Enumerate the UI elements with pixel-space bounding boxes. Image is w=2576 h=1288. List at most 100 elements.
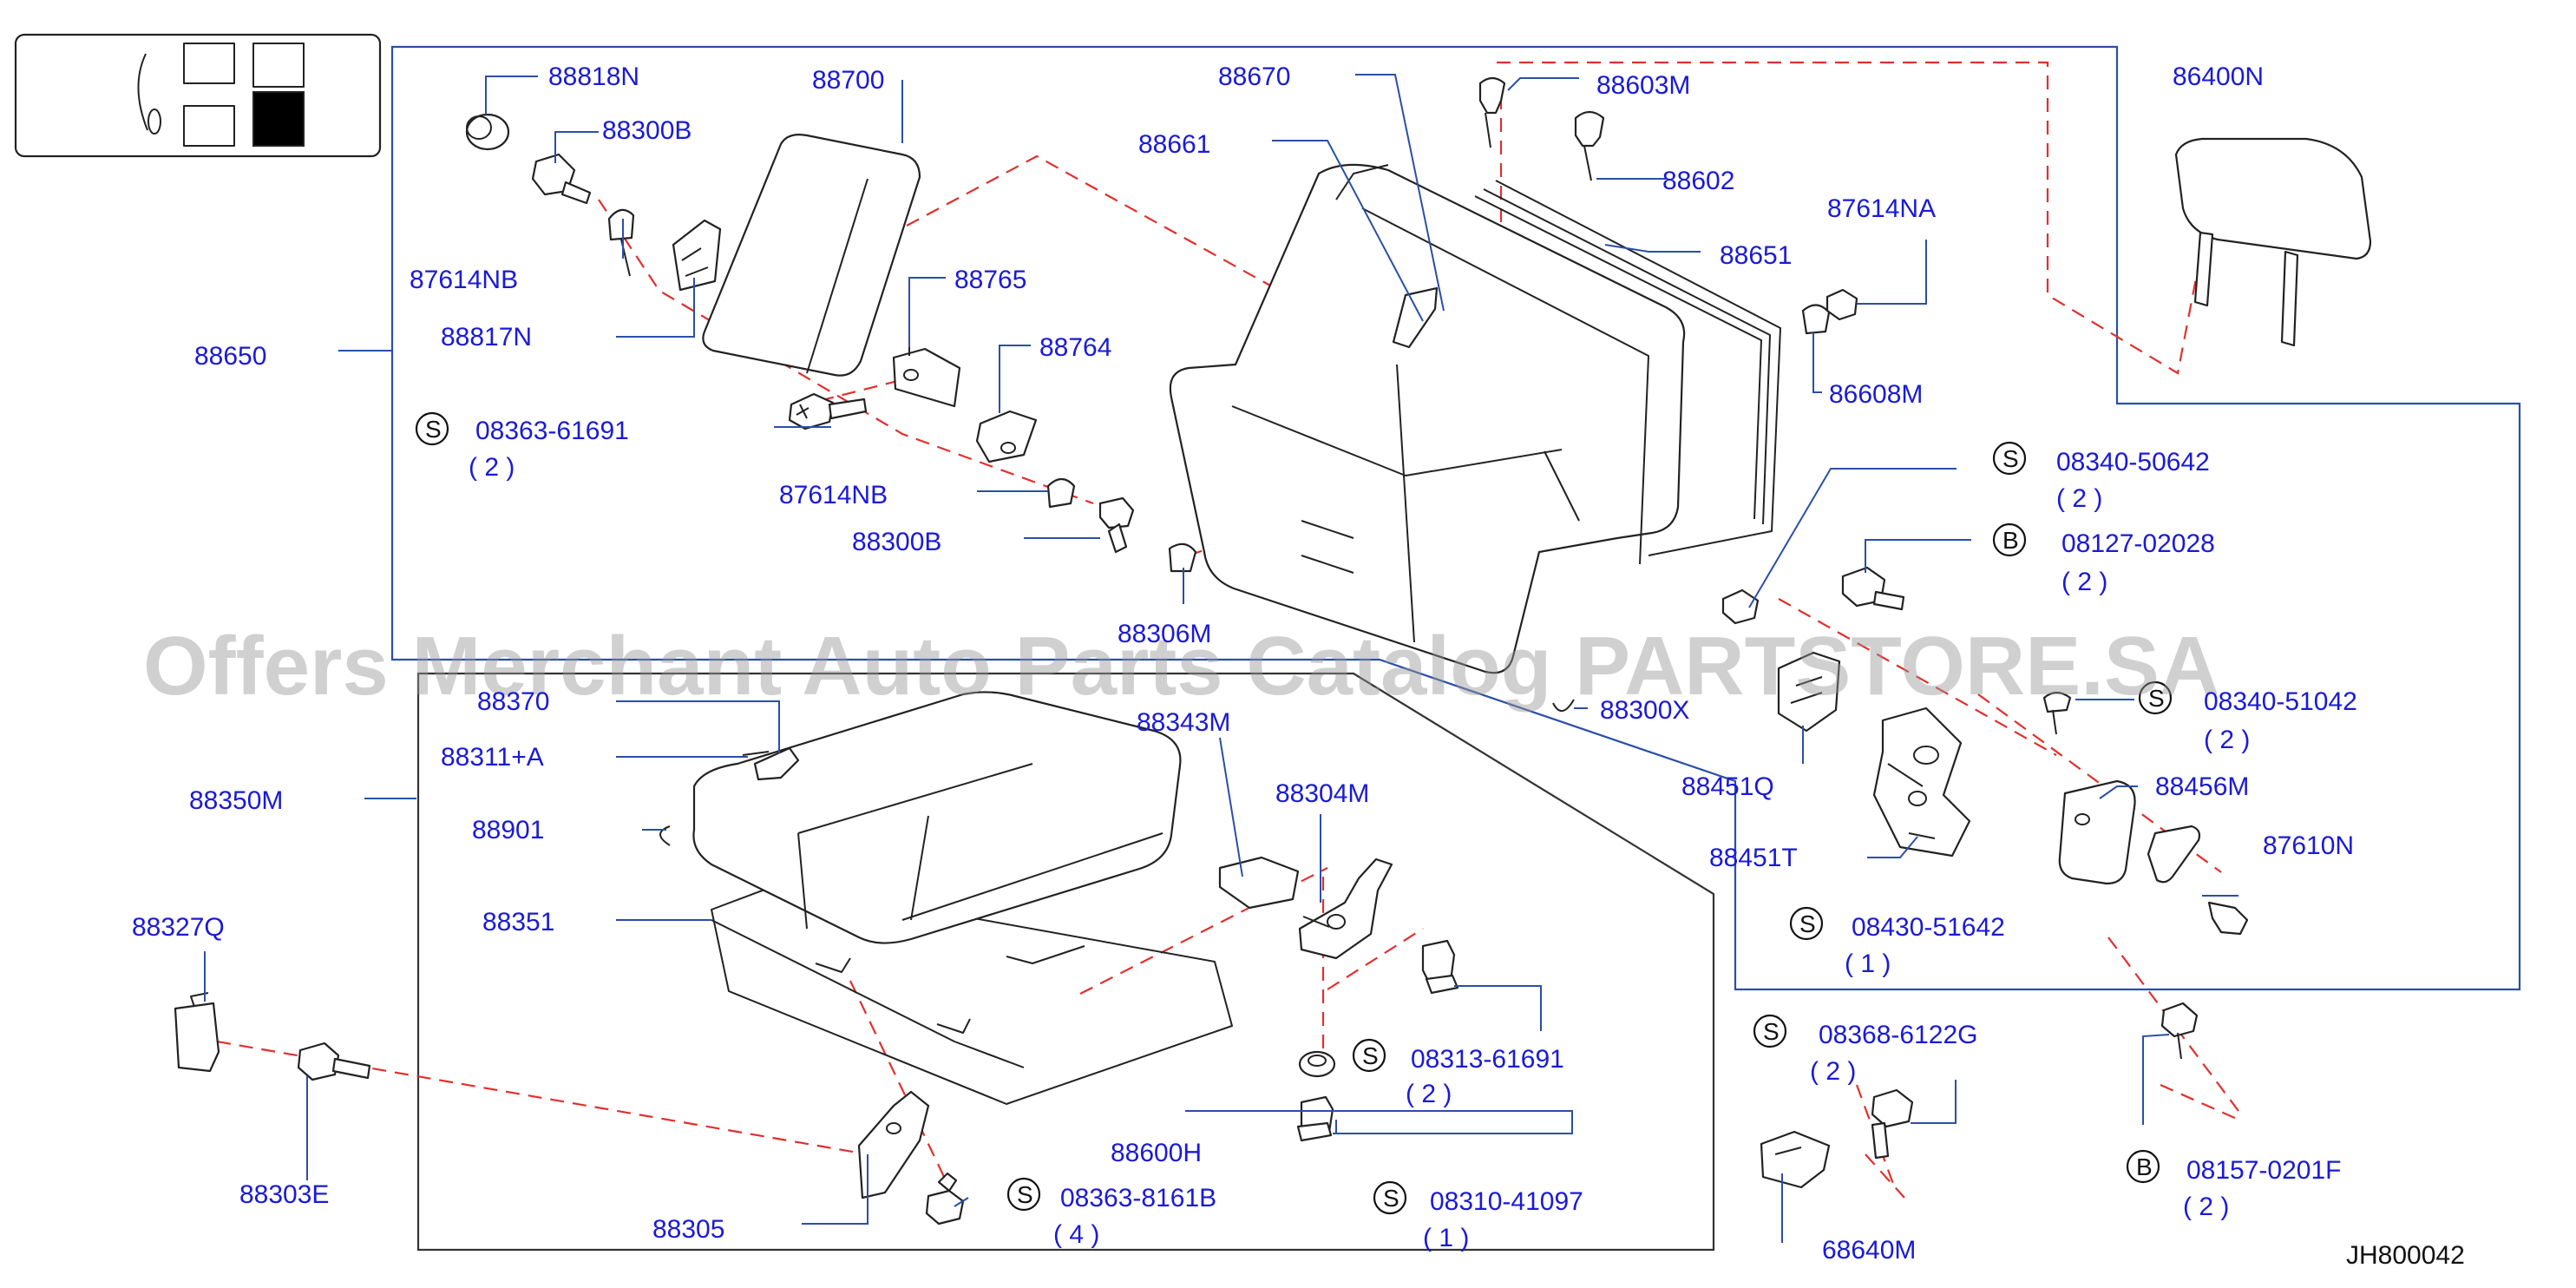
- part-88327Q-clip: [174, 992, 220, 1073]
- label-88764: 88764: [1039, 333, 1111, 362]
- part-08340-50642-screw: [1721, 588, 1760, 625]
- part-88603M-guide: [1478, 76, 1506, 148]
- part-88650-seatback: [1169, 163, 1686, 674]
- code-08363-8161B: 08363-8161B: [1060, 1184, 1216, 1212]
- part-88451T-recliner: [1872, 706, 1971, 858]
- qty-08127-02028: ( 2 ): [2061, 568, 2107, 596]
- label-87614NB-top: 87614NB: [410, 266, 518, 294]
- part-88456M-cover: [2058, 779, 2136, 885]
- part-08340-51042-screw: [2042, 691, 2072, 735]
- label-88304M: 88304M: [1275, 779, 1369, 808]
- label-88350M: 88350M: [189, 786, 283, 815]
- part-88300X-clip: [1552, 699, 1575, 712]
- label-88311A: 88311+A: [441, 743, 544, 772]
- seat-locator-inset: [14, 33, 382, 158]
- label-88351: 88351: [482, 908, 554, 936]
- part-labels: 88818N 88700 88300B 87614NB 88817N 88650…: [132, 62, 2354, 1265]
- code-08127-02028: 08127-02028: [2061, 529, 2215, 558]
- label-88300B-top: 88300B: [602, 116, 692, 145]
- part-68640M-bracket: [1760, 1130, 1831, 1189]
- label-86608M: 86608M: [1829, 380, 1923, 409]
- label-88303E: 88303E: [239, 1180, 329, 1209]
- part-88300B-bolt-top: [531, 153, 592, 205]
- label-88817N: 88817N: [441, 323, 532, 352]
- qty-08363-61691: ( 2 ): [469, 453, 515, 482]
- qty-08340-50642: ( 2 ): [2056, 484, 2102, 513]
- label-88600H: 88600H: [1111, 1139, 1202, 1167]
- qty-08430-51642: ( 1 ): [1845, 950, 1891, 978]
- qty-08340-51042: ( 2 ): [2204, 726, 2250, 754]
- code-08313-61691: 08313-61691: [1411, 1045, 1564, 1074]
- code-08363-61691: 08363-61691: [475, 417, 629, 445]
- part-87614NB-clip-top: [607, 208, 635, 277]
- part-88602-guide: [1574, 110, 1605, 181]
- label-88343M: 88343M: [1137, 708, 1230, 737]
- part-87614NA-clip: [1825, 288, 1858, 321]
- symbol-08127-02028: B: [2002, 527, 2019, 554]
- part-88311A-strap: [742, 751, 770, 756]
- symbol-08363-8161B: S: [1017, 1181, 1033, 1208]
- leader-lines: [204, 74, 2238, 1243]
- code-08340-50642: 08340-50642: [2056, 448, 2210, 476]
- symbol-08430-51642: S: [1799, 910, 1816, 937]
- label-88651: 88651: [1720, 241, 1792, 270]
- part-87610N-lever: [2147, 825, 2249, 936]
- label-88901: 88901: [472, 816, 544, 844]
- part-88765-hinge: [892, 312, 961, 408]
- part-88300B-bolt-mid: [1098, 496, 1135, 554]
- code-08157-0201F: 08157-0201F: [2186, 1156, 2341, 1185]
- part-08313-61691-bolt: [1421, 939, 1459, 995]
- part-88670-strap: [1392, 286, 1439, 349]
- part-88303E-bolt: [297, 1042, 371, 1081]
- part-88343M-cover: [1218, 856, 1300, 910]
- code-08368-6122G: 08368-6122G: [1819, 1021, 1978, 1049]
- diagram-code: JH800042: [2346, 1241, 2465, 1270]
- label-87614NA: 87614NA: [1827, 194, 1936, 223]
- label-87614NB-mid: 87614NB: [779, 481, 888, 509]
- part-88600H-nut: [1298, 1050, 1336, 1078]
- label-88661: 88661: [1138, 130, 1210, 159]
- label-88300X: 88300X: [1600, 696, 1689, 725]
- part-88451Q-bracket: [1777, 651, 1841, 733]
- code-08430-51642: 08430-51642: [1852, 913, 2005, 942]
- part-87614NB-clip-mid: [1046, 477, 1076, 509]
- symbol-08310-41097: S: [1383, 1185, 1399, 1212]
- part-88651-seatback-frame: [1474, 180, 1781, 556]
- label-88370: 88370: [477, 687, 549, 716]
- part-08363-61691-screw: [788, 392, 868, 430]
- code-08310-41097: 08310-41097: [1430, 1187, 1583, 1216]
- part-08363-8161B-screw: [925, 1172, 965, 1226]
- code-08340-51042: 08340-51042: [2204, 687, 2357, 716]
- label-88456M: 88456M: [2155, 772, 2249, 801]
- label-68640M: 68640M: [1822, 1236, 1916, 1265]
- label-88305: 88305: [652, 1215, 724, 1244]
- watermark-text: Offers Merchant Auto Parts Catalog PARTS…: [143, 620, 2219, 713]
- part-88306M-clip: [1168, 542, 1197, 573]
- label-88451Q: 88451Q: [1681, 772, 1774, 801]
- label-88818N: 88818N: [548, 62, 639, 91]
- label-88670: 88670: [1218, 62, 1290, 91]
- fastener-labels: S 08363-61691 ( 2 ) S 08340-50642 ( 2 ) …: [425, 416, 2357, 1252]
- part-88370-hook: [753, 746, 800, 781]
- part-88305-bracket: [857, 1090, 930, 1199]
- label-87610N: 87610N: [2263, 831, 2354, 860]
- qty-08363-8161B: ( 4 ): [1053, 1220, 1099, 1249]
- part-08310-41097-bolt: [1296, 1095, 1334, 1142]
- part-86608M-nut: [1801, 304, 1831, 335]
- part-08127-02028-bolt: [1841, 566, 1905, 611]
- label-88603M: 88603M: [1596, 71, 1690, 100]
- label-88451T: 88451T: [1709, 844, 1798, 872]
- seatback-group-frame: [390, 45, 2521, 991]
- label-88765: 88765: [954, 266, 1026, 294]
- label-88650: 88650: [194, 342, 266, 371]
- part-86400N-headrest: [2174, 137, 2372, 347]
- qty-08368-6122G: ( 2 ): [1810, 1057, 1856, 1086]
- symbol-08340-51042: S: [2148, 685, 2165, 712]
- label-88306M: 88306M: [1118, 620, 1211, 648]
- label-86400N: 86400N: [2173, 62, 2264, 91]
- qty-08310-41097: ( 1 ): [1423, 1224, 1469, 1252]
- symbol-08368-6122G: S: [1763, 1018, 1780, 1045]
- qty-08157-0201F: ( 2 ): [2183, 1193, 2229, 1221]
- part-88901-clip: [659, 825, 671, 846]
- part-88700-armrest-pad: [702, 134, 921, 377]
